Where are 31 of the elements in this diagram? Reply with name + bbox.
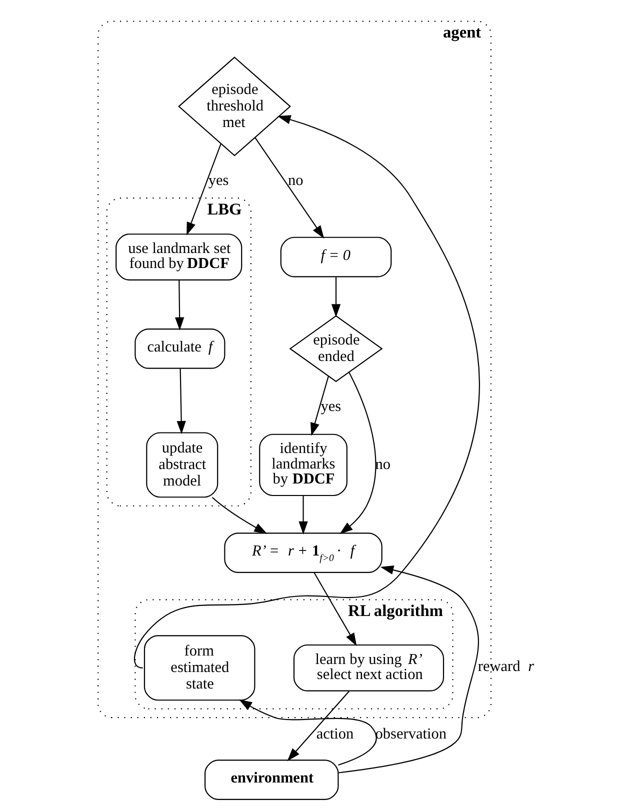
arrow: [134, 115, 480, 668]
arrow: [314, 572, 357, 646]
node-box: update abstract model: [146, 432, 218, 498]
node-box: R’ = r + 1$_{f>0}$ · f: [224, 532, 382, 573]
arrow: [310, 376, 329, 436]
arrow: [287, 690, 350, 762]
edge-label: reward r: [478, 658, 534, 675]
node-box: form estimated state: [144, 635, 256, 701]
node-box: environment: [204, 760, 339, 800]
arrow: [176, 368, 186, 434]
node-box: calculate f: [134, 328, 226, 369]
arrow: [331, 277, 341, 318]
arrow: [238, 699, 377, 766]
edge-label: no: [375, 456, 391, 473]
arrow: [212, 496, 268, 534]
edge-label: no: [288, 172, 304, 190]
edge-label: yes: [320, 398, 342, 416]
arrow: [340, 372, 376, 534]
arrow: [186, 144, 222, 236]
node-box: use landmark set found by DDCF: [116, 234, 242, 280]
arrow: [254, 137, 324, 239]
edge-label: yes: [208, 172, 229, 190]
node-box: identify landmarks by DDCF: [259, 434, 348, 496]
arrow: [298, 496, 308, 535]
node-diamond: episode ended: [289, 315, 383, 382]
node-box: f = 0: [280, 236, 392, 278]
edge-label: observation: [375, 726, 447, 743]
arrow: [175, 280, 184, 330]
node-box: learn by using R’ select next action: [293, 644, 444, 692]
edge-label: action: [316, 726, 354, 743]
arrow: [338, 565, 479, 774]
